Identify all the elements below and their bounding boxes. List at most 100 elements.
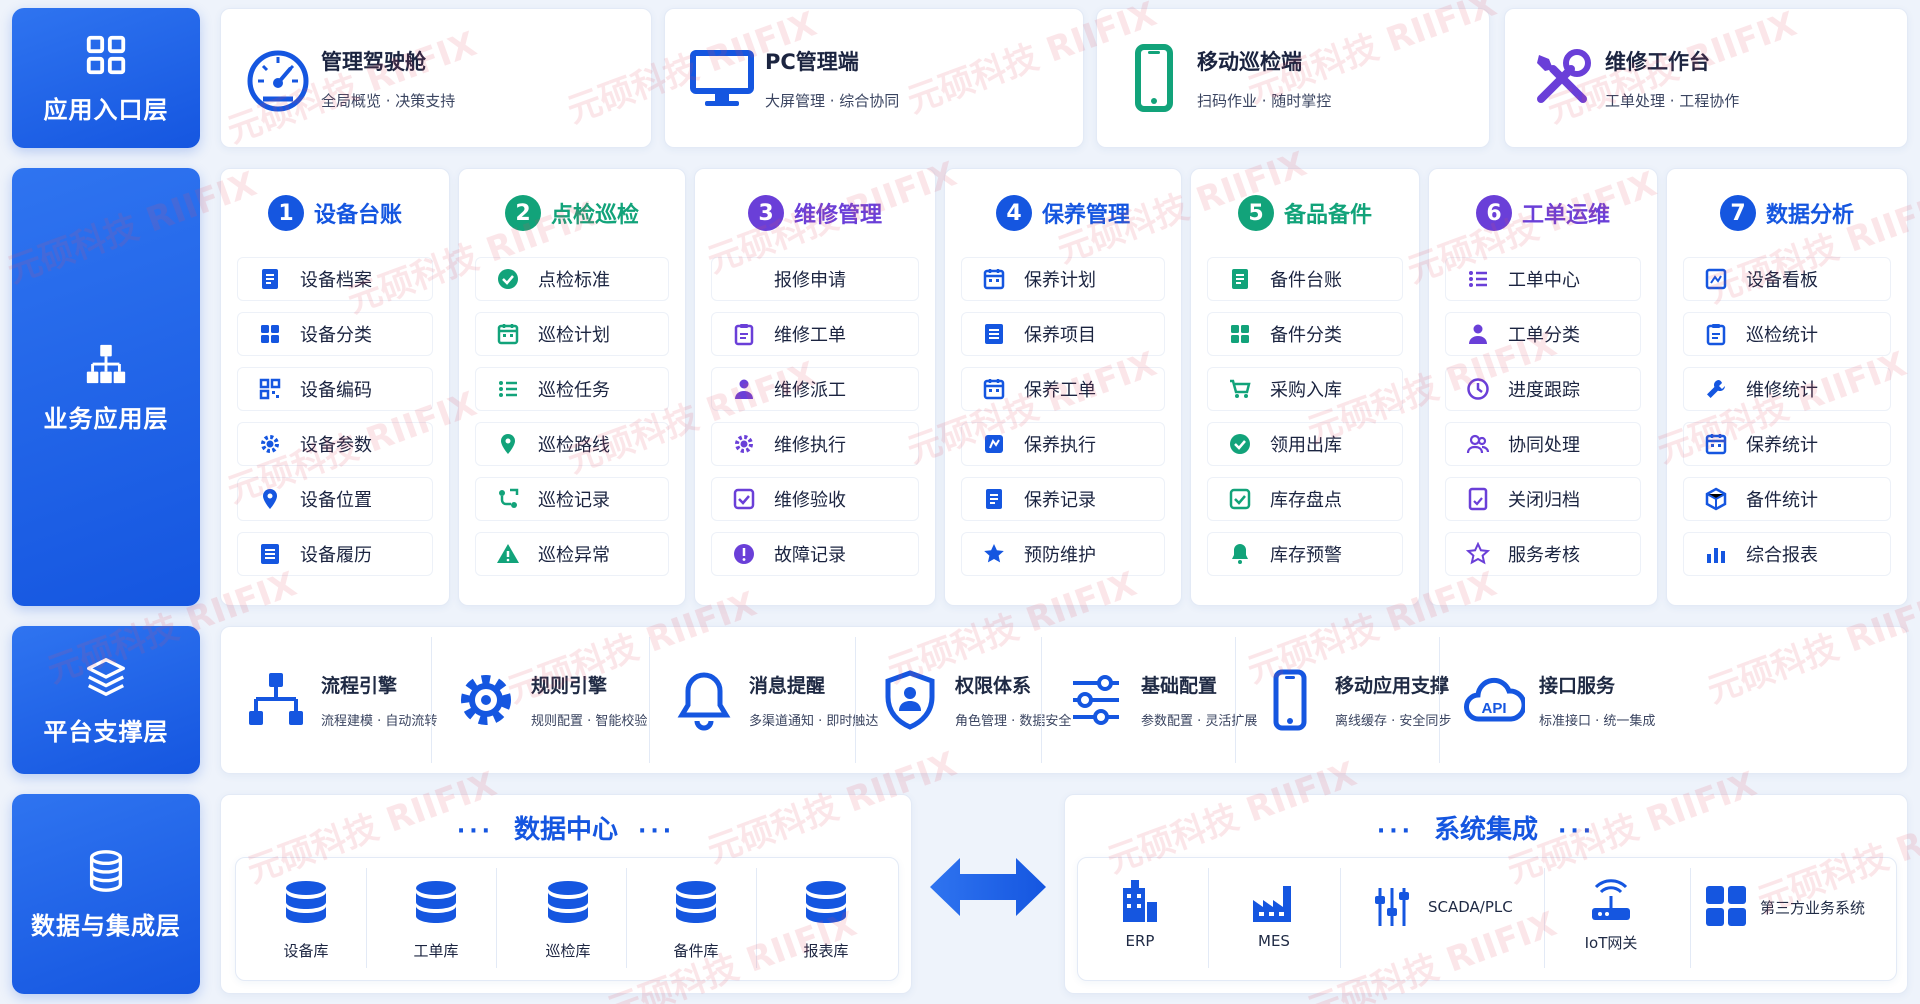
module-item[interactable]: 领用出库 [1207, 422, 1403, 466]
system-item[interactable]: IoT网关 [1576, 878, 1646, 953]
module-item[interactable]: 巡检统计 [1683, 312, 1891, 356]
document-icon [986, 489, 1002, 509]
module-item[interactable]: 备件统计 [1683, 477, 1891, 521]
alert-icon [734, 544, 754, 564]
module-item[interactable]: 设备履历 [237, 532, 433, 576]
platform-item[interactable]: 消息提醒 多渠道通知 · 即时触达 [649, 627, 878, 773]
module-item[interactable]: 保养统计 [1683, 422, 1891, 466]
module-item-label: 服务考核 [1508, 545, 1580, 566]
module-item[interactable]: 服务考核 [1445, 532, 1641, 576]
hierarchy-icon [86, 344, 126, 383]
module-item[interactable]: 巡检计划 [475, 312, 669, 356]
module-item[interactable]: 维修执行 [711, 422, 919, 466]
archive-icon [1468, 487, 1488, 511]
module-item[interactable]: 故障记录 [711, 532, 919, 576]
platform-item[interactable]: 流程引擎 流程建模 · 自动流转 [221, 627, 437, 773]
module-name: 备品备件 [1283, 203, 1372, 228]
module-item-label: 保养执行 [1024, 435, 1096, 456]
route-icon [499, 488, 519, 508]
module-item[interactable]: 工单中心 [1445, 257, 1641, 301]
module-item[interactable]: 设备看板 [1683, 257, 1891, 301]
module-item[interactable]: 采购入库 [1207, 367, 1403, 411]
module-item[interactable]: 点检标准 [475, 257, 669, 301]
module-item[interactable]: 保养工单 [961, 367, 1165, 411]
module-item[interactable]: 预防维护 [961, 532, 1165, 576]
database-item[interactable]: 报表库 [776, 880, 876, 961]
module-header: 5 备品备件 [1191, 195, 1419, 231]
module-item[interactable]: 备件分类 [1207, 312, 1403, 356]
checkbox-icon [733, 488, 755, 510]
system-item[interactable]: SCADA/PLC [1372, 884, 1552, 930]
module-item[interactable]: 设备位置 [237, 477, 433, 521]
platform-item[interactable]: 基础配置 参数配置 · 灵活扩展 [1041, 627, 1257, 773]
platform-item[interactable]: API 接口服务 标准接口 · 统一集成 [1439, 627, 1669, 773]
module-item[interactable]: 设备编码 [237, 367, 433, 411]
platform-item[interactable]: 移动应用支撑 离线缓存 · 安全同步 [1235, 627, 1451, 773]
platform-item[interactable]: 规则引擎 规则配置 · 智能校验 [431, 627, 649, 773]
module-item[interactable]: 设备参数 [237, 422, 433, 466]
cart-icon [1230, 379, 1251, 398]
entry-card-cockpit[interactable]: 管理驾驶舱全局概览 · 决策支持 [220, 8, 652, 148]
module-item-label: 维修验收 [774, 490, 846, 511]
module-item-label: 工单分类 [1508, 325, 1580, 346]
module-item[interactable]: 保养项目 [961, 312, 1165, 356]
platform-sub: 多渠道通知 · 即时触达 [749, 714, 879, 729]
system-item[interactable]: ERP [1110, 878, 1170, 950]
module-item[interactable]: 备件台账 [1207, 257, 1403, 301]
entry-card-mobile[interactable]: 移动巡检端扫码作业 · 随时掌控 [1096, 8, 1490, 148]
integration-inner [1077, 857, 1897, 981]
platform-item[interactable]: 权限体系 角色管理 · 数据安全 [855, 627, 1071, 773]
layer-data: 数据与集成层 [12, 794, 200, 994]
module-item[interactable]: 设备分类 [237, 312, 433, 356]
platform-sub: 标准接口 · 统一集成 [1539, 714, 1656, 729]
module-item[interactable]: 进度跟踪 [1445, 367, 1641, 411]
module-item[interactable]: 保养计划 [961, 257, 1165, 301]
module-item[interactable]: 库存预警 [1207, 532, 1403, 576]
entry-card-repair[interactable]: 维修工作台工单处理 · 工程协作 [1504, 8, 1908, 148]
module-item[interactable]: 保养执行 [961, 422, 1165, 466]
module-item-label: 维修派工 [774, 380, 846, 401]
system-divider [1340, 868, 1341, 968]
module-item[interactable]: 巡检路线 [475, 422, 669, 466]
module-item[interactable]: 关闭归档 [1445, 477, 1641, 521]
module-item[interactable]: 设备档案 [237, 257, 433, 301]
module-item-label: 设备履历 [300, 545, 372, 566]
module-item[interactable]: 工单分类 [1445, 312, 1641, 356]
database-item[interactable]: 巡检库 [518, 880, 618, 961]
module-item[interactable]: 报修申请 [711, 257, 919, 301]
database-item[interactable]: 备件库 [646, 880, 746, 961]
system-item[interactable]: MES [1244, 878, 1304, 950]
entry-card-pc[interactable]: PC管理端大屏管理 · 综合协同 [664, 8, 1084, 148]
system-divider [1208, 868, 1209, 968]
platform-title: 规则引擎 [531, 675, 608, 697]
module-item[interactable]: 巡检异常 [475, 532, 669, 576]
database-divider [626, 868, 627, 968]
system-name: MES [1258, 932, 1290, 950]
module-item[interactable]: 维修工单 [711, 312, 919, 356]
bidirectional-arrow-icon [930, 858, 1046, 916]
module-name: 数据分析 [1765, 203, 1854, 228]
database-divider [756, 868, 757, 968]
document-icon [262, 269, 278, 289]
platform-bar: 流程引擎 流程建模 · 自动流转 规则引擎 规则配置 · 智能校验 消息提醒 多… [220, 626, 1908, 774]
system-item[interactable]: 第三方业务系统 [1704, 884, 1904, 930]
grid-icon [261, 325, 279, 343]
calendar-icon [983, 269, 1005, 290]
module-item[interactable]: 库存盘点 [1207, 477, 1403, 521]
scada-icon [1375, 888, 1409, 926]
database-item[interactable]: 设备库 [256, 880, 356, 961]
module-item[interactable]: 协同处理 [1445, 422, 1641, 466]
module-item[interactable]: 巡检任务 [475, 367, 669, 411]
platform-divider [1235, 637, 1236, 763]
module-item[interactable]: 维修统计 [1683, 367, 1891, 411]
database-item[interactable]: 工单库 [386, 880, 486, 961]
module-item[interactable]: 综合报表 [1683, 532, 1891, 576]
module-card-2: 2 点检巡检 点检标准 巡检计划 巡检任务 巡检路线 巡检记录 巡检异常 [458, 168, 686, 606]
module-item[interactable]: 保养记录 [961, 477, 1165, 521]
module-name: 维修管理 [793, 203, 882, 228]
module-item[interactable]: 维修派工 [711, 367, 919, 411]
task-list-icon [1469, 271, 1487, 287]
module-item[interactable]: 维修验收 [711, 477, 919, 521]
module-item[interactable]: 巡检记录 [475, 477, 669, 521]
system-divider [1544, 868, 1545, 968]
